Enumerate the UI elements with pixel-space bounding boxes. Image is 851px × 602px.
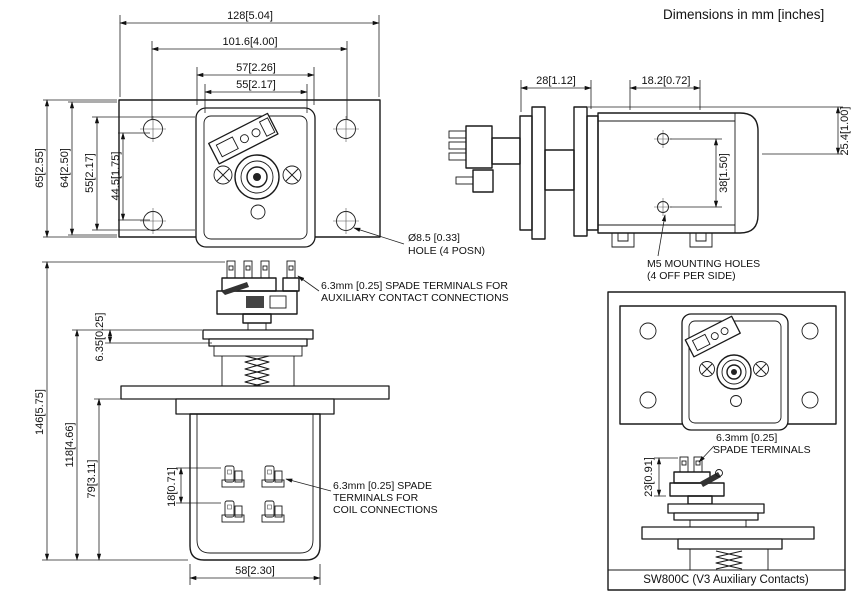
aux-microswitch-mini xyxy=(684,315,741,358)
m5-holes xyxy=(654,130,672,216)
center-shaft xyxy=(234,154,280,200)
spade-note-line2: SPADE TERMINALS xyxy=(713,444,811,456)
front-view xyxy=(120,260,390,561)
aux-terminals-note-line2: AUXILIARY CONTACT CONNECTIONS xyxy=(321,292,509,304)
coil-terminals-note-line3: COIL CONNECTIONS xyxy=(333,504,438,516)
dim-body-width-front: 58[2.30] xyxy=(235,565,275,577)
spade-note-line1: 6.3mm [0.25] xyxy=(716,432,777,444)
dim-hole-spacing-x: 101.6[4.00] xyxy=(222,36,277,48)
coil-terminals xyxy=(221,465,285,523)
flange-1 xyxy=(531,106,546,240)
small-hole xyxy=(250,204,266,220)
aux-spade-terminals-side xyxy=(448,130,474,185)
dim-hole-offset: 18.2[0.72] xyxy=(642,75,691,87)
hole-note-line2: HOLE (4 POSN) xyxy=(408,245,485,257)
flange-2 xyxy=(573,106,588,237)
dim-top-to-hole: 25.4[1.00] xyxy=(839,107,851,156)
aux-terminals-note-line1: 6.3mm [0.25] SPADE TERMINALS FOR xyxy=(321,280,508,292)
hole-note-line1: Ø8.5 [0.33] xyxy=(408,232,460,244)
foot-terminal-right xyxy=(689,233,713,248)
foot-terminal-left xyxy=(611,233,635,248)
coil-terminals-note-line1: 6.3mm [0.25] SPADE xyxy=(333,480,432,492)
aux-spade-terminals-front xyxy=(226,260,296,279)
dim-plate-thickness: 6.35[0.25] xyxy=(94,313,106,362)
dim-overall-height-front: 146[5.75] xyxy=(34,389,46,435)
units-title: Dimensions in mm [inches] xyxy=(663,7,824,22)
dim-body-width: 57[2.26] xyxy=(236,62,276,74)
m5-note-line1: M5 MOUNTING HOLES xyxy=(647,258,760,270)
dim-overall-width: 128[5.04] xyxy=(227,10,273,22)
side-view xyxy=(448,106,759,248)
dim-terminal-spacing: 18[0.71] xyxy=(166,467,178,507)
aux-contacts-view: 6.3mm [0.25] SPADE TERMINALS 23[0.91] SW… xyxy=(607,291,846,591)
top-view xyxy=(118,99,381,248)
aux-switch-front xyxy=(216,282,298,315)
top-view-dimensions: 128[5.04] 101.6[4.00] 57[2.26] 55[2.17] … xyxy=(34,10,485,257)
aux-microswitch-top xyxy=(208,112,279,165)
aux-view-border xyxy=(607,291,846,591)
m5-note-line2: (4 OFF PER SIDE) xyxy=(647,270,736,282)
dim-body-inner-width: 55[2.17] xyxy=(236,79,276,91)
front-view-dimensions: 146[5.75] 118[4.66] 79[3.11] 6.35[0.25] … xyxy=(34,261,509,585)
dim-plate-height: 64[2.50] xyxy=(59,148,71,188)
aux-switch-side xyxy=(465,125,493,169)
dim-flange-to-base: 79[3.11] xyxy=(86,460,98,499)
side-view-dimensions: 28[1.12] 18.2[0.72] 25.4[1.00] 38[1.50] … xyxy=(520,75,851,282)
aux-view-caption: SW800C (V3 Auxiliary Contacts) xyxy=(643,574,809,586)
dim-stack-depth: 28[1.12] xyxy=(536,75,576,87)
dim-hole-spacing-y: 38[1.50] xyxy=(718,153,730,193)
dim-inner-height: 44.5[1.75] xyxy=(110,152,122,201)
cover-screws xyxy=(213,165,302,185)
dim-switch-height: 23[0.91] xyxy=(643,457,655,497)
mounting-flange xyxy=(120,385,390,400)
aux-front-mini xyxy=(641,456,815,570)
bracket-plate-upper xyxy=(202,329,314,340)
dim-overall-height: 65[2.55] xyxy=(34,148,46,188)
coil-terminals-note-line2: TERMINALS FOR xyxy=(333,492,419,504)
contactor-body-front xyxy=(189,413,321,561)
bracket-plate-lower xyxy=(208,338,308,347)
front-plate-side xyxy=(519,115,533,231)
dim-bracket-to-base: 118[4.66] xyxy=(64,422,76,467)
contactor-body-side xyxy=(597,112,759,234)
dim-body-height: 55[2.17] xyxy=(84,153,96,193)
